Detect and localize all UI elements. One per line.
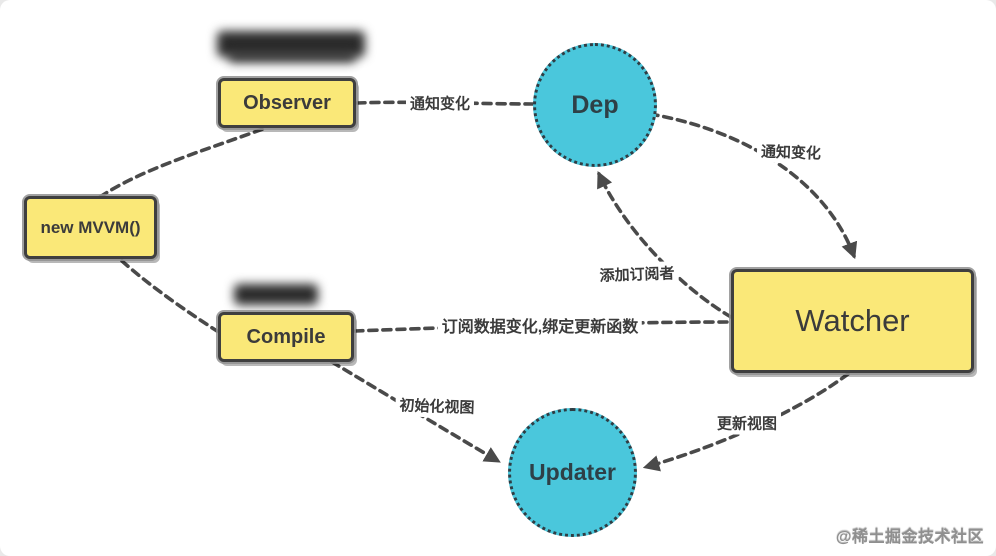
node-new-mvvm-label: new MVVM() (40, 217, 141, 237)
edge-mvvm-observer (98, 127, 265, 199)
edge-compile-updater (330, 360, 501, 463)
edge-dep-watcher (648, 112, 858, 260)
blurred-text-above-compile (234, 284, 318, 305)
node-new-mvvm: new MVVM() (24, 196, 157, 259)
juejin-watermark: @稀土掘金技术社区 (835, 529, 984, 546)
node-compile: Compile (218, 312, 354, 362)
blurred-text-above-observer-2 (228, 50, 356, 63)
edge-watcher-dep (597, 171, 733, 319)
node-watcher: Watcher (731, 269, 974, 373)
edge-label-update-view: 更新视图 (712, 411, 782, 435)
node-updater-label: Updater (529, 459, 616, 485)
node-watcher-label: Watcher (795, 303, 910, 338)
node-observer: Observer (218, 78, 356, 128)
edge-mvvm-compile (120, 259, 219, 333)
edge-label-notify-change-1: 通知变化 (405, 91, 475, 115)
edge-label-notify-change-2: 通知变化 (756, 139, 826, 165)
edge-label-init-view: 初始化视图 (395, 393, 479, 419)
node-dep: Dep (533, 43, 657, 167)
edge-label-subscribe-bind-update: 订阅数据变化,绑定更新函数 (437, 312, 643, 338)
edge-label-add-subscriber: 添加订阅者 (595, 261, 679, 287)
node-observer-label: Observer (243, 91, 331, 114)
node-dep-label: Dep (571, 90, 619, 119)
node-updater: Updater (508, 408, 637, 537)
node-compile-label: Compile (246, 325, 326, 348)
